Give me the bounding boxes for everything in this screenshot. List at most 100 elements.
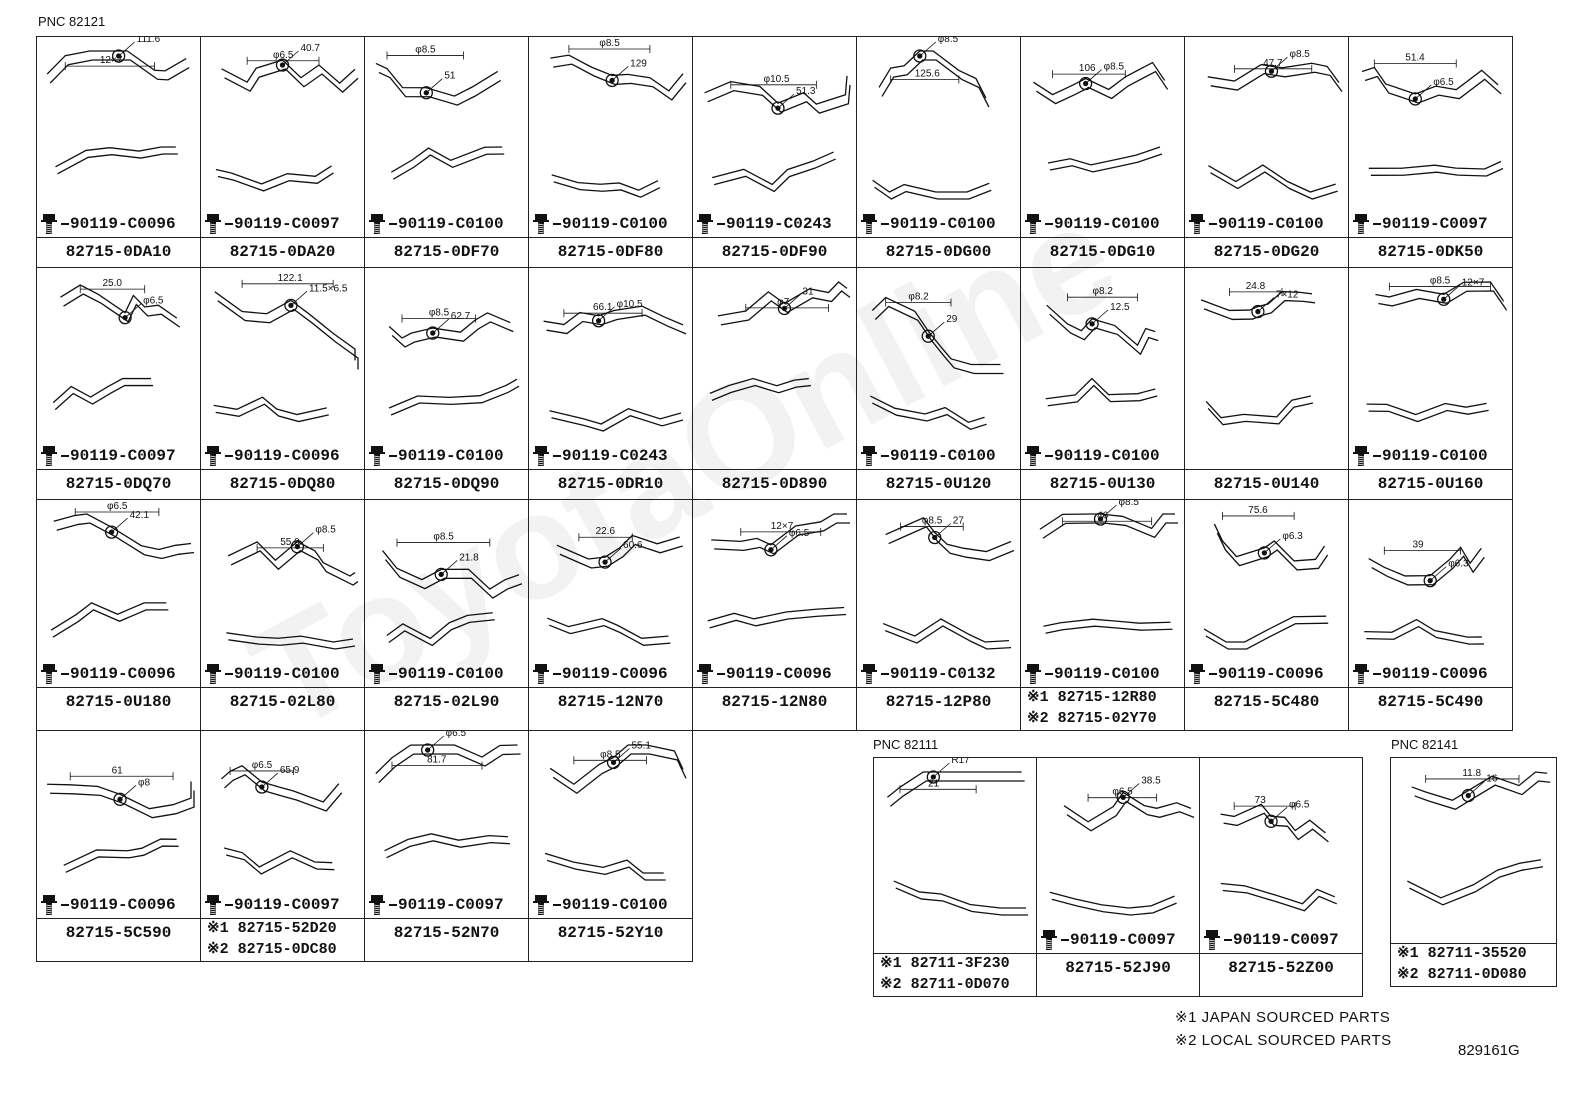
bolt-part-number: 90119-C0097 (1070, 931, 1176, 949)
bolt-part-number: 90119-C0096 (70, 215, 176, 233)
bolt-part-number: 90119-C0132 (890, 665, 996, 683)
dimension-label: 31 (802, 286, 814, 297)
leader-line (717, 223, 725, 225)
bolt-icon (697, 214, 713, 234)
dimension-label: 75.6 (1248, 505, 1268, 516)
part-number: 82715-52J90 (1065, 959, 1171, 977)
bolt-part-number: 90119-C0097 (1382, 215, 1488, 233)
dimension-label: φ8.5 (600, 749, 621, 760)
bolt-part-number: 90119-C0096 (70, 665, 176, 683)
dimension-label: φ6.5 (143, 296, 164, 307)
dimension-label: 12.5 (1110, 302, 1130, 313)
bolt-icon (369, 664, 385, 684)
part-number: 82715-12P80 (885, 693, 992, 711)
dimension-label: 111.6 (137, 37, 161, 45)
bolt-callout: 90119-C0243 (531, 445, 668, 467)
dimension-label: 55.0 (280, 537, 300, 548)
part-number-cell: ※1 82711-35520※2 82711-0D080 (1390, 943, 1557, 987)
bolt-icon (41, 895, 57, 915)
dimension-label: 73 (1255, 795, 1267, 806)
part-number-cell: 82715-0DR10 (528, 469, 693, 500)
bolt-part-number: 90119-C0096 (1218, 665, 1324, 683)
bolt-icon (1189, 664, 1205, 684)
leader-line (553, 904, 561, 906)
bolt-callout: 90119-C0097 (1202, 929, 1339, 951)
part-number-cell: 82715-02L80 (200, 687, 365, 731)
dimension-label: φ8.5 (415, 44, 436, 55)
dimension-label: 16 (1486, 774, 1498, 785)
bolt-icon (1189, 214, 1205, 234)
bracket-drawing: φ8.521.8 (381, 532, 523, 647)
part-number-cell: 82715-0D890 (692, 469, 857, 500)
dimension-label: φ7 (777, 297, 789, 308)
part-number: 82715-0DQ70 (65, 475, 172, 493)
leader-line (1209, 673, 1217, 675)
part-number-cell: 82715-0DA20 (200, 237, 365, 268)
leader-line (389, 673, 397, 675)
bracket-drawing: 25.0φ6.5 (52, 278, 181, 411)
bolt-part-number: 90119-C0100 (398, 447, 504, 465)
dimension-label: φ6.5 (1112, 787, 1133, 798)
dimension-label: 21.8 (459, 552, 479, 563)
part-number-cell: 82715-0DG10 (1020, 237, 1185, 268)
part-illustration: φ7 31 (693, 268, 855, 469)
bolt-callout: 90119-C0097 (1351, 213, 1488, 235)
dimension-label: φ8.2 (908, 292, 929, 303)
dimension-label: φ6.5 (1433, 77, 1454, 88)
part-number-cell: 82715-12N80 (692, 687, 857, 731)
bolt-part-number: 90119-C0096 (562, 665, 668, 683)
bracket-drawing: φ8.551 (375, 44, 505, 180)
bolt-callout: 90119-C0100 (859, 445, 996, 467)
pnc-label-82141: PNC 82141 (1391, 737, 1459, 752)
bolt-callout: 90119-C0100 (531, 894, 668, 916)
bolt-part-number: 90119-C0097 (1233, 931, 1339, 949)
bolt-icon (1025, 446, 1041, 466)
part-number-cell: 82715-0U120 (856, 469, 1021, 500)
bracket-drawing: 22.660.6 (547, 526, 683, 646)
leader-line (61, 673, 69, 675)
part-number-variant: ※2 82711-0D080 (1397, 966, 1527, 983)
bolt-part-number: 90119-C0100 (562, 896, 668, 914)
bolt-icon (205, 446, 221, 466)
dimension-label: 61 (112, 765, 124, 776)
leader-line (225, 455, 233, 457)
bolt-callout: 90119-C0100 (1023, 663, 1160, 685)
dimension-label: φ8.5 (599, 38, 620, 49)
part-number-cell: 82715-0DK50 (1348, 237, 1513, 268)
bolt-icon (533, 664, 549, 684)
bracket-drawing: 55.0φ8.5 (226, 525, 359, 650)
bracket-drawing: φ6.538.5 (1049, 775, 1195, 916)
part-number: 82715-0U130 (1049, 475, 1156, 493)
bolt-part-number: 90119-C0096 (1382, 665, 1488, 683)
bolt-icon (533, 214, 549, 234)
bolt-part-number: 90119-C0097 (234, 896, 340, 914)
dimension-label: φ6.5 (789, 528, 810, 539)
part-number: 82715-0U160 (1377, 475, 1484, 493)
part-number-cell: 82715-0DQ70 (36, 469, 201, 500)
part-number-cell: 82715-0DF90 (692, 237, 857, 268)
dimension-label: φ8.5 (1289, 49, 1310, 60)
leader-line (225, 223, 233, 225)
bolt-callout: 90119-C0096 (1351, 663, 1488, 685)
dimension-label: 12×7 (771, 521, 794, 532)
dimension-label: 60.6 (623, 540, 643, 551)
part-number-cell: 82715-0DG20 (1184, 237, 1349, 268)
bolt-icon (1025, 664, 1041, 684)
bolt-icon (369, 214, 385, 234)
bolt-part-number: 90119-C0100 (1054, 665, 1160, 683)
part-number: 82715-0U140 (1213, 475, 1320, 493)
